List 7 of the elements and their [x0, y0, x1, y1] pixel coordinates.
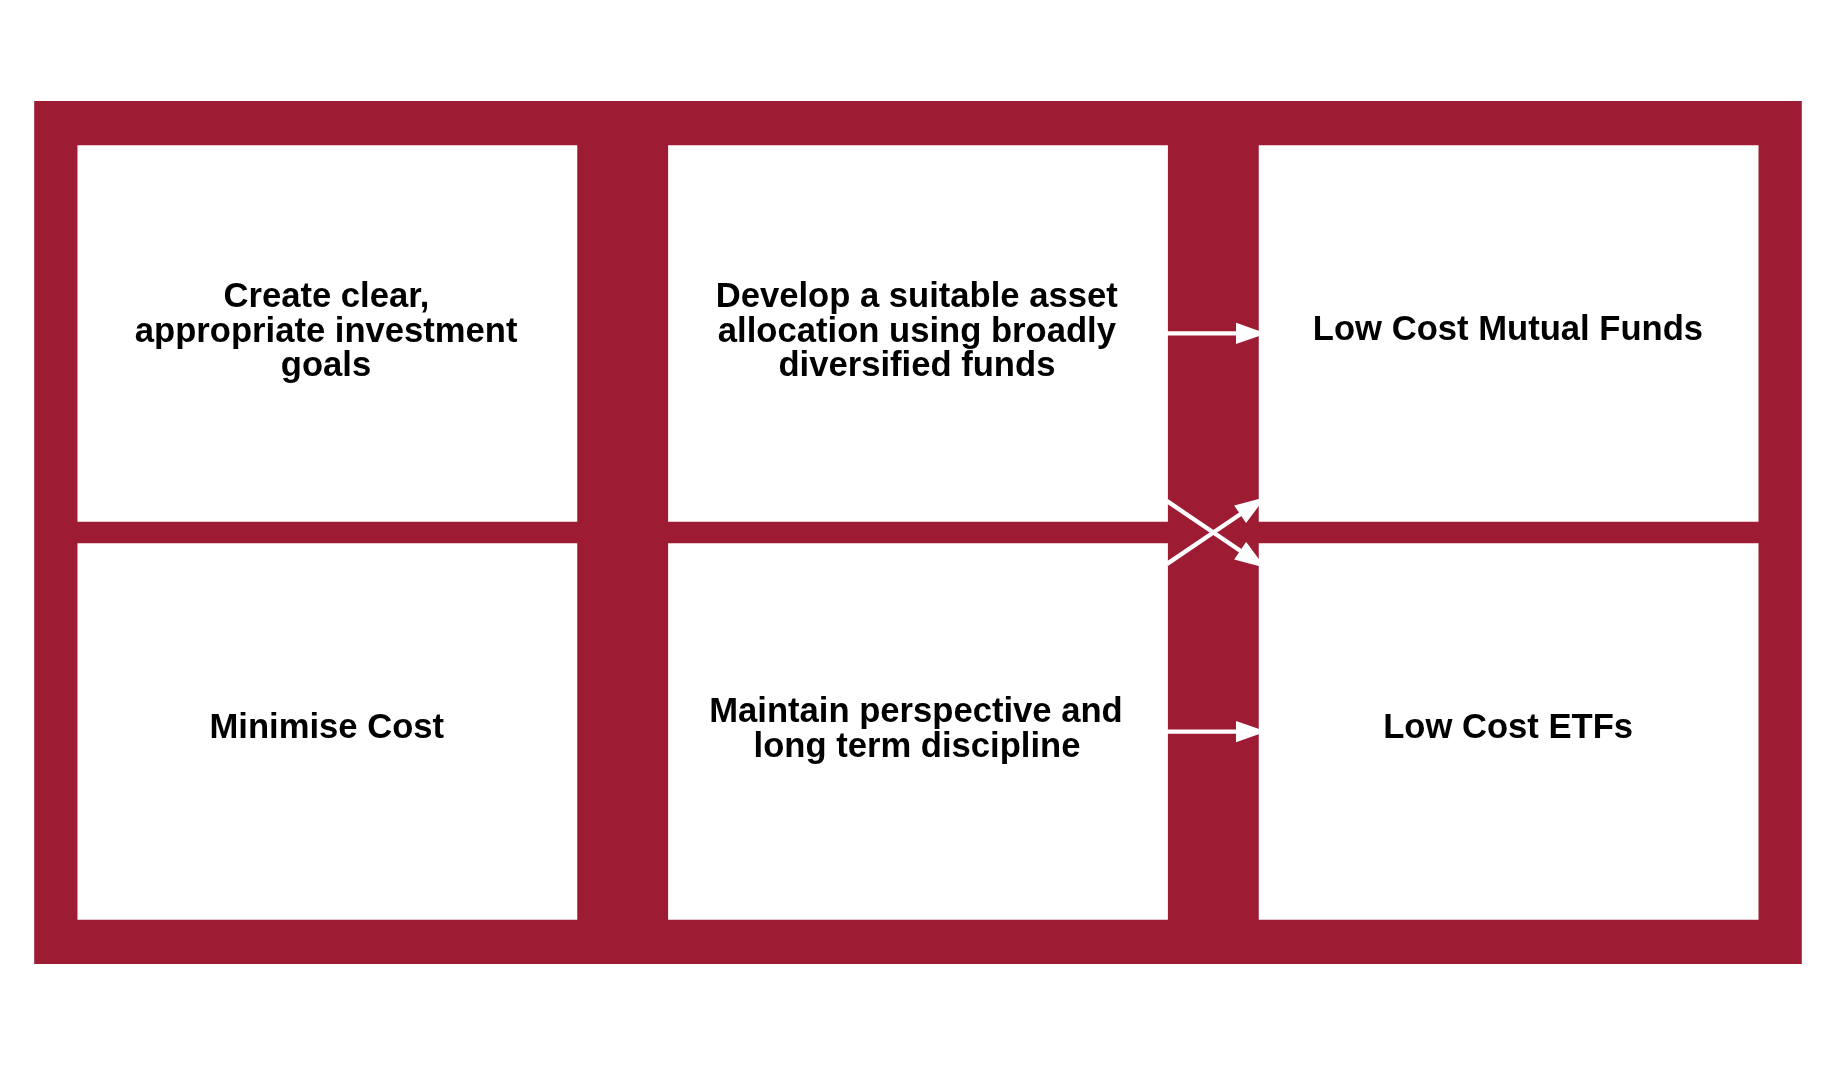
- node-box: Maintain perspective and long term discipline: [667, 543, 1168, 920]
- cluster: [33, 100, 1802, 965]
- node-box: Low Cost Mutual Funds: [1258, 145, 1758, 522]
- node-box: Low Cost ETFs: [1258, 543, 1758, 920]
- node-box: Create clear, appropriate investment goals: [77, 145, 577, 522]
- node-box: Minimise Cost: [77, 543, 577, 920]
- node-box: Develop a suitable asset allocation using broadly diversified funds: [667, 145, 1168, 522]
